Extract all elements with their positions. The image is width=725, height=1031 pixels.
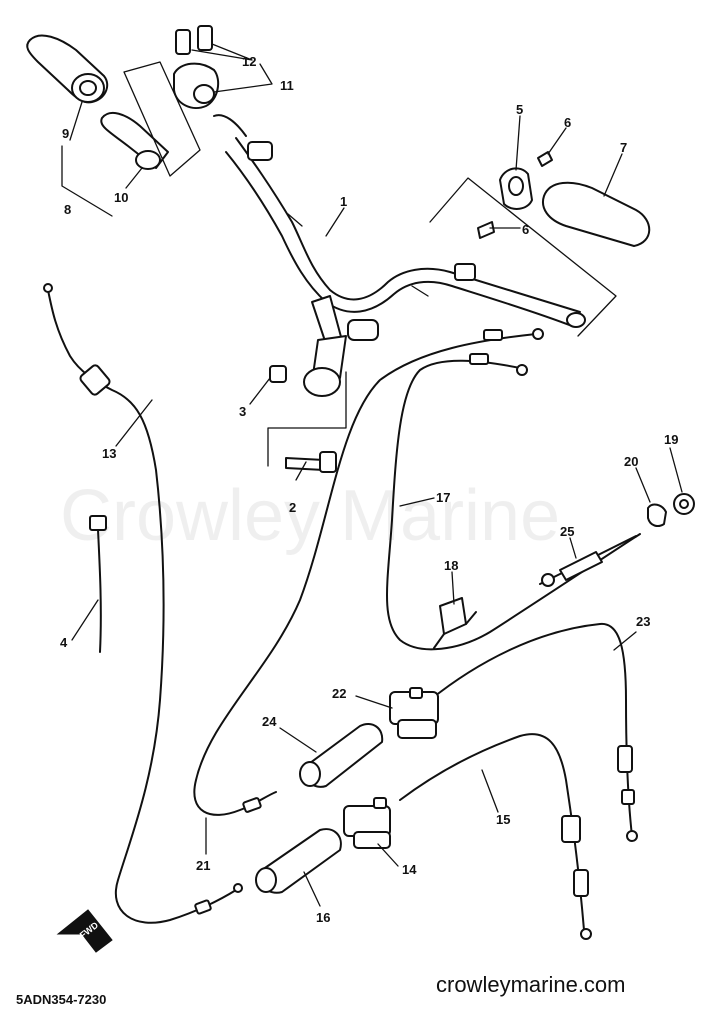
callout-16: 16 (316, 910, 330, 925)
bracket-18 (433, 597, 477, 649)
callout-5: 5 (516, 102, 523, 117)
grip-24 (299, 723, 384, 788)
callout-11: 11 (280, 78, 294, 93)
callout-6a: 6 (564, 115, 571, 130)
callout-2: 2 (289, 500, 296, 515)
cable-15 (399, 733, 592, 940)
holder-22 (389, 687, 439, 739)
callout-7: 7 (620, 140, 627, 155)
callout-10: 10 (114, 190, 128, 205)
cable-17 (386, 353, 641, 651)
site-url: crowleymarine.com (436, 972, 626, 997)
cable-23 (429, 622, 638, 842)
cable-25 (539, 535, 637, 587)
throttle-housing (173, 25, 247, 137)
callout-6b: 6 (522, 222, 529, 237)
callout-25: 25 (560, 524, 574, 539)
forward-arrow: FWD (56, 909, 113, 953)
steering-clamp (267, 295, 379, 473)
cable-21 (193, 328, 544, 816)
callout-9: 9 (62, 126, 69, 141)
holder-14 (343, 797, 391, 849)
callout-20: 20 (624, 454, 638, 469)
callout-3: 3 (239, 404, 246, 419)
callout-18: 18 (444, 558, 458, 573)
callout-4: 4 (60, 635, 68, 650)
callout-23: 23 (636, 614, 650, 629)
handlebar (225, 137, 586, 328)
callout-22: 22 (332, 686, 346, 701)
diagram-code: 5ADN354-7230 (16, 992, 106, 1007)
right-grip (429, 151, 651, 337)
part-19-20 (647, 493, 695, 527)
callout-24: 24 (262, 714, 277, 729)
callout-12: 12 (242, 54, 256, 69)
cable-13 (43, 283, 243, 924)
cable-tie-4 (89, 515, 107, 653)
callout-19: 19 (664, 432, 678, 447)
grip-16 (255, 828, 342, 894)
watermark: Crowley Marine (60, 476, 560, 556)
callouts: 1 2 3 4 5 6 6 7 8 9 10 11 12 13 14 15 16… (60, 54, 678, 925)
leader-lines (61, 43, 683, 907)
callout-13: 13 (102, 446, 116, 461)
callout-8: 8 (64, 202, 71, 217)
callout-14: 14 (402, 862, 417, 877)
callout-21: 21 (196, 858, 210, 873)
callout-15: 15 (496, 812, 510, 827)
callout-17: 17 (436, 490, 450, 505)
left-grip (26, 34, 201, 177)
callout-1: 1 (340, 194, 347, 209)
